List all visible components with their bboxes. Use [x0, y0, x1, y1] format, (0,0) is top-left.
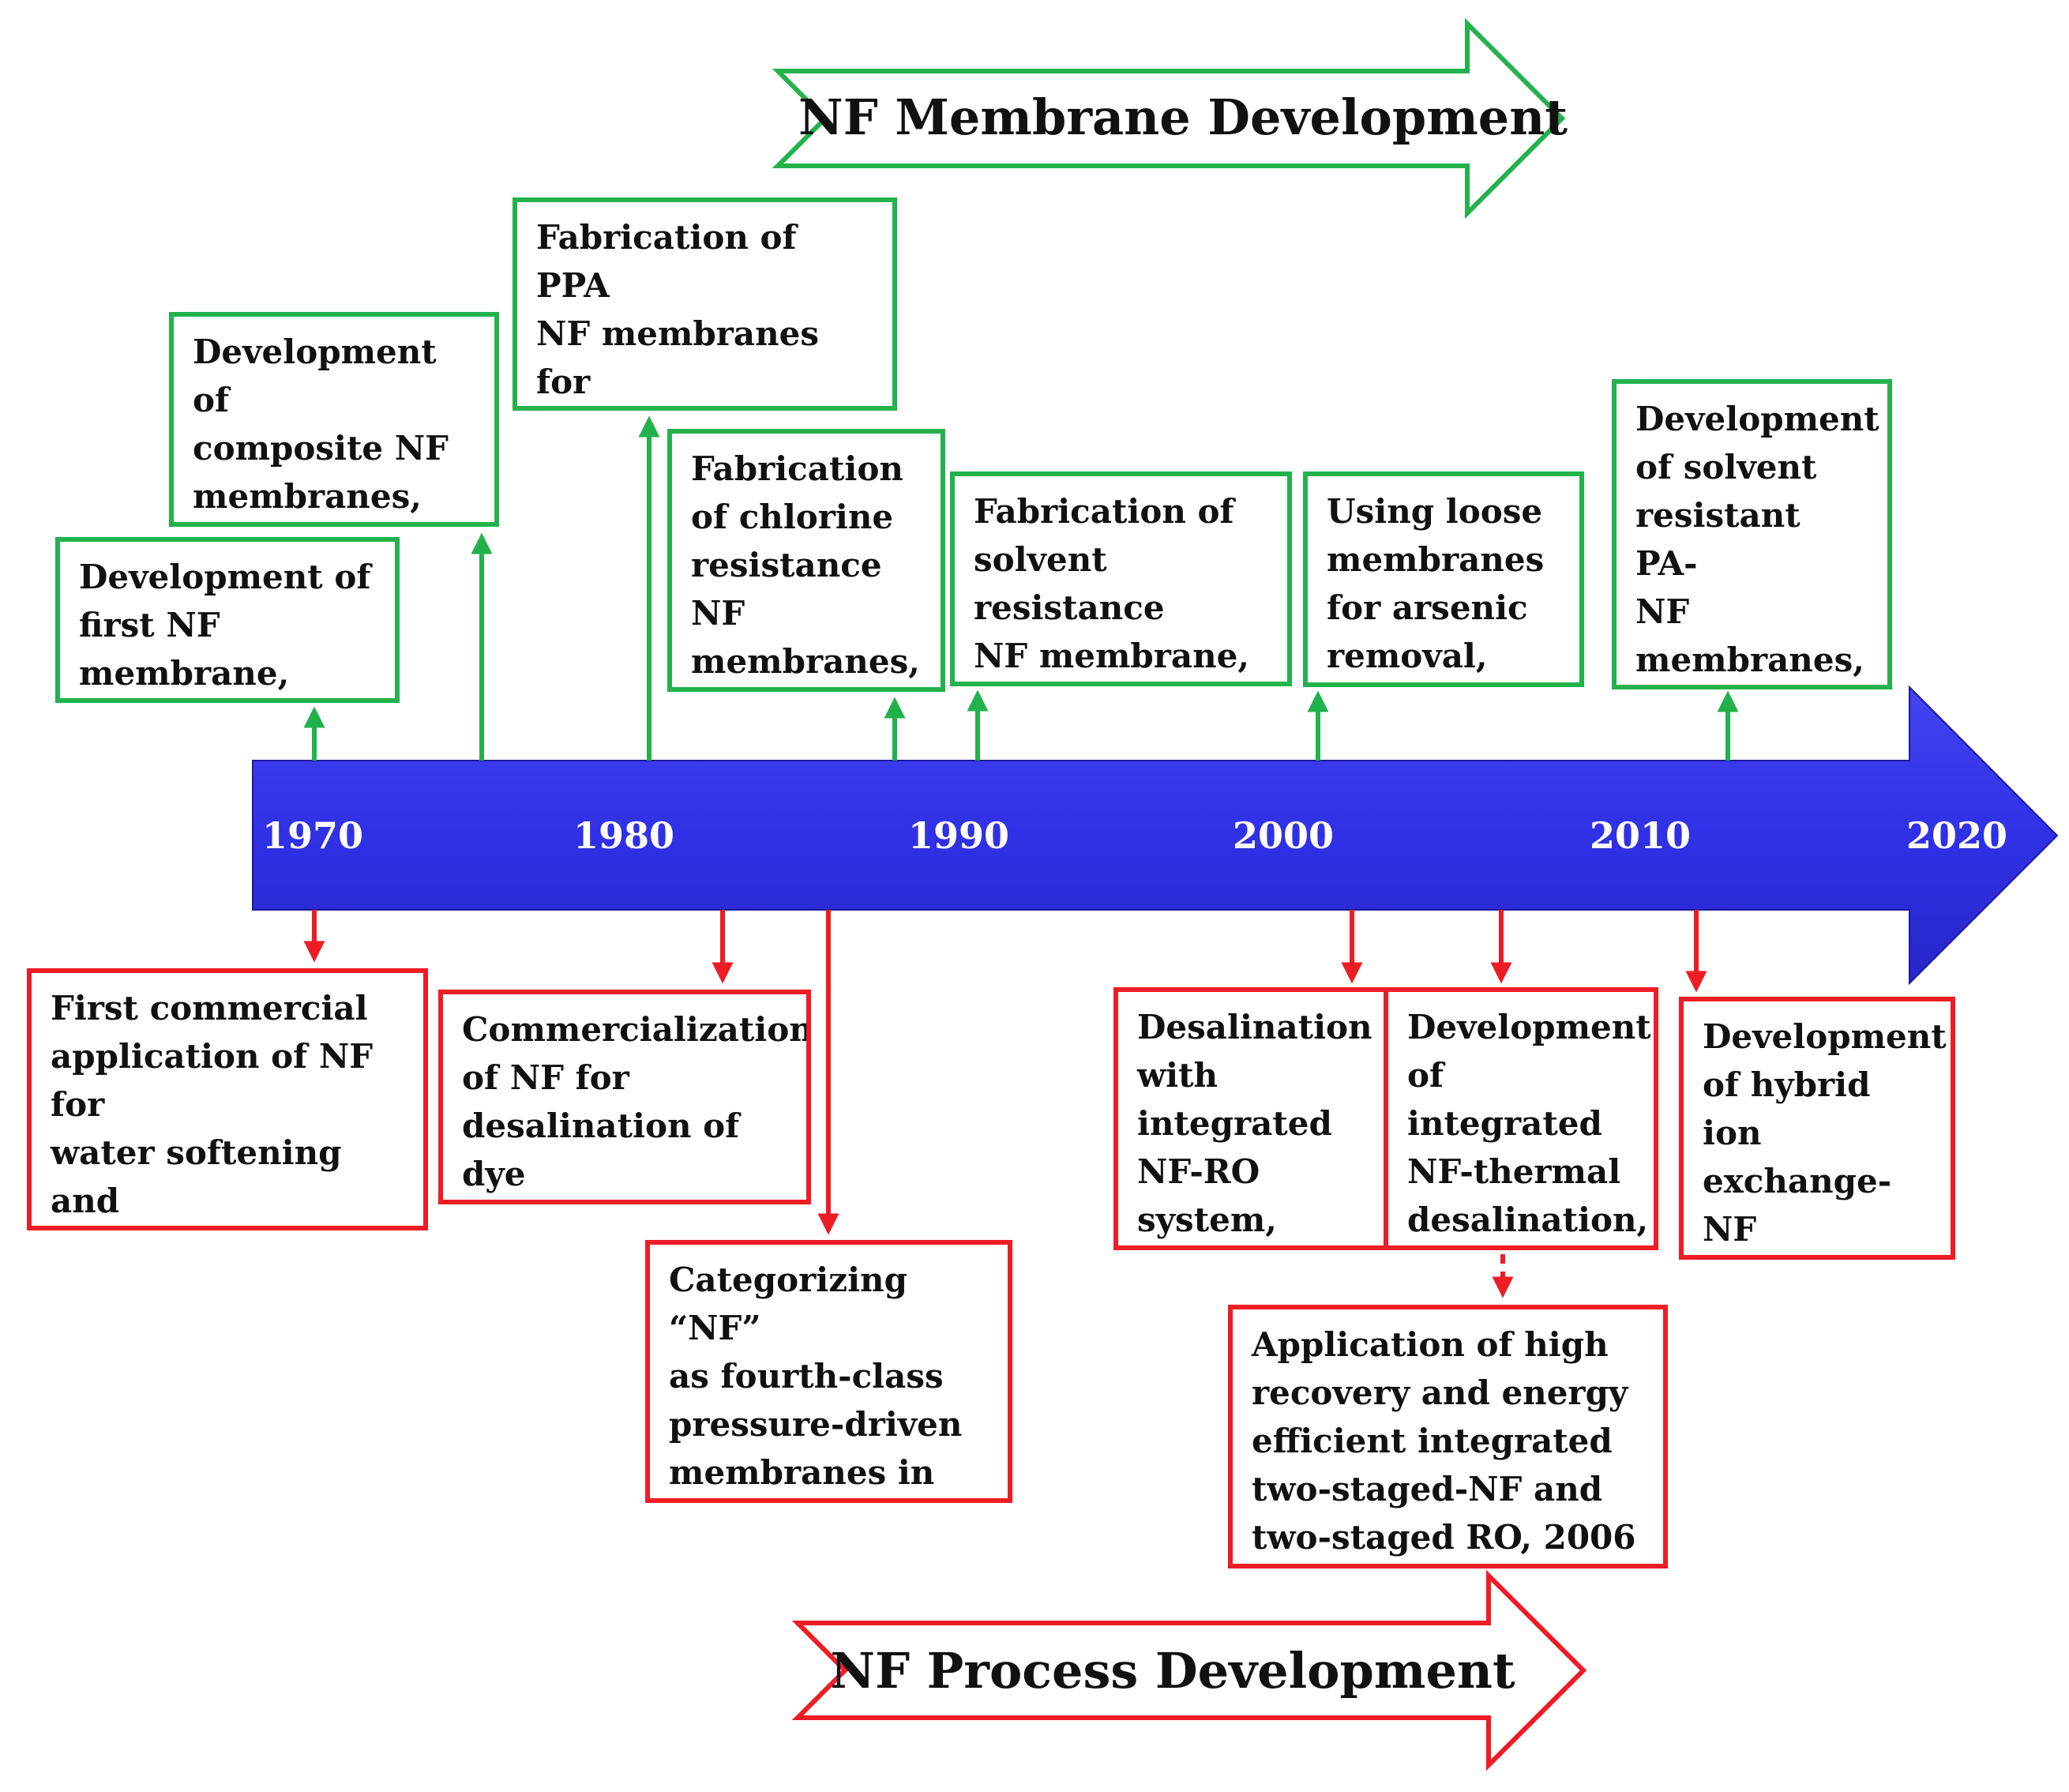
year-label-1970: 1970: [262, 814, 363, 857]
membrane-event-1970: Development of first NF membrane, 1970: [55, 537, 400, 703]
year-label-2000: 2000: [1233, 814, 1334, 857]
membrane-event-1989: Fabrication of chlorine resistance NF me…: [667, 429, 945, 692]
timeline-axis: 1970 1980 1990 2000 2010 2020: [252, 685, 2059, 986]
process-banner-label: NF Process Development: [830, 1642, 1515, 1700]
membrane-event-1990: Fabrication of solvent resistance NF mem…: [950, 471, 1292, 686]
membrane-development-banner: NF Membrane Development: [772, 17, 1568, 220]
membrane-banner-arrow-shape: [772, 17, 1566, 220]
year-label-2010: 2010: [1590, 814, 1691, 857]
process-event-2006-thermal: Development of integrated NF-thermal des…: [1384, 987, 1658, 1250]
membrane-banner-label: NF Membrane Development: [798, 88, 1568, 146]
process-event-1984: Categorizing “NF” as fourth-class pressu…: [645, 1240, 1012, 1503]
membrane-event-1976: Development of composite NF membranes, 1…: [169, 312, 499, 527]
membrane-event-1981: Fabrication of PPA NF membranes for high…: [513, 197, 897, 411]
year-label-1980: 1980: [573, 814, 674, 857]
process-development-banner: NF Process Development: [791, 1569, 1587, 1771]
process-event-1970s: First commercial application of NF for w…: [27, 968, 428, 1230]
process-event-2006-two-staged: Application of high recovery and energy …: [1228, 1305, 1668, 1568]
year-label-1990: 1990: [908, 814, 1009, 857]
timeline-axis-arrow: [252, 685, 2059, 986]
process-connectors: [303, 910, 1707, 1298]
membrane-connectors: [303, 415, 1739, 761]
membrane-event-2013: Development of solvent resistant PA- NF …: [1612, 379, 1892, 689]
membrane-event-2000: Using loose membranes for arsenic remova…: [1303, 471, 1584, 687]
process-event-1983: Commercialization of NF for desalination…: [438, 990, 811, 1204]
process-event-2011: Development of hybrid ion exchange-NF de…: [1679, 997, 1955, 1260]
process-event-2001: Desalination with integrated NF-RO syste…: [1113, 987, 1388, 1250]
year-label-2020: 2020: [1906, 814, 2007, 857]
process-banner-arrow-shape: [791, 1569, 1587, 1771]
